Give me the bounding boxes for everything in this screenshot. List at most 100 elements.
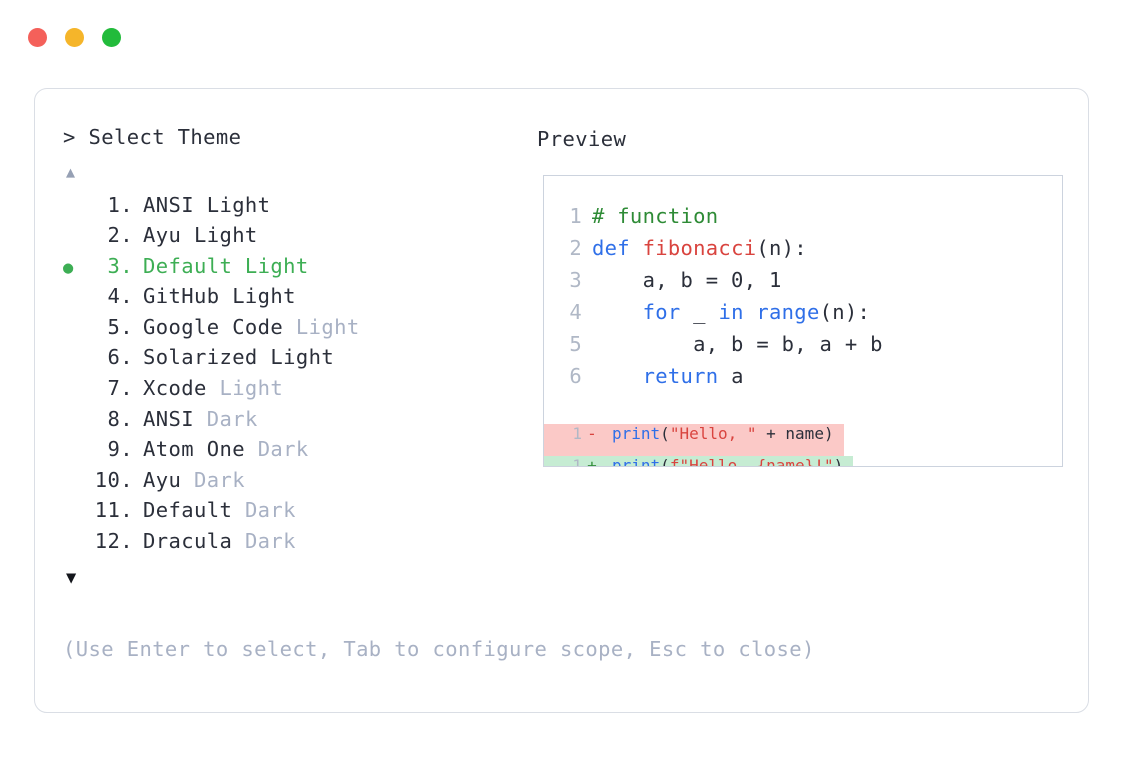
window-titlebar (0, 0, 1129, 74)
scroll-down-icon[interactable]: ▼ (66, 567, 77, 588)
theme-item-number: 3. (107, 253, 133, 278)
theme-item-label: ANSI Light (143, 192, 271, 217)
code-line-text: # function (582, 204, 718, 228)
code-token: a (718, 364, 744, 388)
code-token: in range (718, 300, 820, 324)
theme-list-item[interactable]: ● 1. ANSI Light (63, 193, 523, 224)
close-icon[interactable] (28, 27, 47, 47)
code-token: a, b = b, a + b (592, 332, 883, 356)
code-token: _ (680, 300, 719, 324)
code-line: 6 return a (544, 364, 1062, 396)
theme-item-label: Xcode (143, 376, 220, 401)
theme-item-number: 9. (107, 437, 133, 462)
code-token (592, 300, 643, 324)
diff-sign: + (587, 456, 597, 467)
code-token: def (592, 236, 643, 260)
theme-item-number: 1. (107, 192, 133, 217)
theme-list-item[interactable]: ●10.Ayu Dark (63, 468, 523, 499)
selected-bullet-icon: ● (63, 443, 89, 460)
theme-item-number: 8. (107, 406, 133, 431)
diff-preview: 1-print("Hello, " + name)1 + print(f"Hello… (544, 424, 1062, 467)
selected-bullet-icon: ● (63, 290, 89, 307)
theme-list-item[interactable]: ●8.ANSI Dark (63, 407, 523, 438)
preview-label: Preview (537, 127, 627, 151)
code-token: fibonacci (642, 236, 757, 260)
theme-list-item[interactable]: ● 7. Xcode Light (63, 376, 523, 407)
theme-list-item[interactable]: ● 9. Atom One Dark (63, 437, 523, 468)
code-line-text: a, b = b, a + b (582, 332, 883, 356)
code-token: # function (592, 204, 719, 228)
selected-bullet-icon: ● (63, 382, 89, 399)
theme-list-item[interactable]: ●4.GitHub Light (63, 284, 523, 315)
theme-item-number: 2. (107, 223, 133, 248)
selected-bullet-icon: ● (63, 257, 74, 278)
line-number: 2 (569, 236, 582, 260)
theme-list: ● 1. ANSI Light ● 2. Ayu Light ● 3. Default Ligh… (63, 193, 523, 560)
code-line-text: for _ in range(n): (582, 300, 870, 324)
selected-bullet-icon: ● (63, 351, 89, 368)
line-number: 1 (572, 424, 582, 443)
selected-bullet-icon: ● (63, 504, 89, 521)
theme-item-label: Atom One (143, 437, 258, 462)
theme-item-label: Dracula (143, 529, 245, 554)
code-token: (n): (819, 300, 871, 324)
maximize-icon[interactable] (102, 27, 121, 47)
theme-item-variant: Light (295, 314, 360, 339)
line-number: 6 (569, 364, 582, 388)
code-line: 3 a, b = 0, 1 (544, 268, 1062, 300)
code-token: for (642, 300, 681, 324)
code-line-text: return a (582, 364, 744, 388)
theme-list-item[interactable]: ● 3. Default Light (63, 254, 523, 285)
line-number: 3 (569, 268, 582, 292)
selected-bullet-icon: ● (63, 229, 89, 246)
diff-sign: - (587, 424, 597, 443)
code-line: 1 # function (544, 204, 1062, 236)
theme-selector-card: > Select Theme ▲ ●1.ANSI Light●2.Ayu Lig… (34, 88, 1089, 713)
line-number: 4 (569, 300, 582, 324)
code-token (592, 364, 643, 388)
diff-line-text: print(f"Hello, {name}!") (602, 456, 853, 467)
line-number: 1 (569, 204, 582, 228)
diff-removed-line: 1-print("Hello, " + name) (544, 424, 844, 456)
selected-bullet-icon: ● (63, 474, 89, 491)
theme-item-label: Default Light (143, 253, 309, 278)
selected-bullet-icon: ● (63, 199, 89, 216)
code-token: return (642, 364, 719, 388)
theme-item-number: 11. (94, 498, 133, 523)
theme-item-number: 10. (94, 467, 133, 492)
theme-list-item[interactable]: ●11.Default Dark (63, 498, 523, 529)
code-token: "Hello, " (669, 424, 757, 443)
theme-item-variant: Dark (244, 529, 296, 554)
theme-selector-panel: > Select Theme ▲ ●1.ANSI Light●2.Ayu Lig… (63, 127, 523, 587)
scroll-up-icon[interactable]: ▲ (66, 162, 76, 181)
theme-item-number: 6. (107, 345, 133, 370)
minimize-icon[interactable] (65, 27, 84, 47)
theme-item-variant: Dark (244, 498, 296, 523)
code-token: print (612, 456, 661, 467)
code-token: ) (833, 456, 844, 467)
line-number: 5 (569, 332, 582, 356)
theme-list-item[interactable]: ● 2. Ayu Light (63, 223, 523, 254)
theme-item-variant: Dark (257, 437, 309, 462)
selected-bullet-icon: ● (63, 321, 89, 338)
theme-item-variant: Dark (193, 467, 245, 492)
code-token: print (612, 424, 661, 443)
code-token: ( (660, 424, 670, 443)
keyboard-hint: (Use Enter to select, Tab to configure s… (63, 637, 815, 661)
code-token: ( (660, 456, 670, 467)
theme-item-label: ANSI (143, 406, 207, 431)
selected-bullet-icon: ● (63, 413, 89, 430)
theme-item-number: 5. (107, 314, 133, 339)
theme-item-number: 7. (107, 376, 133, 401)
theme-item-number: 12. (94, 529, 133, 554)
theme-item-label: Ayu Light (143, 223, 258, 248)
theme-list-item[interactable]: ●5.Google Code Light (63, 315, 523, 346)
theme-item-label: GitHub Light (143, 284, 296, 309)
theme-list-item[interactable]: ●6.Solarized Light (63, 345, 523, 376)
theme-item-variant: Light (219, 376, 284, 401)
code-line-text: def fibonacci(n): (582, 236, 807, 260)
theme-list-item[interactable]: ●12.Dracula Dark (63, 529, 523, 560)
